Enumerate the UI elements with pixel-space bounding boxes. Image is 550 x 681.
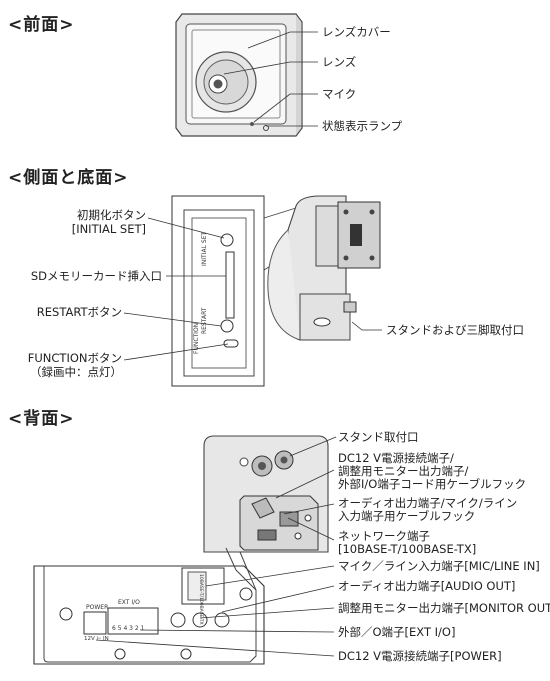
label-audio-hook-1: オーディオ出力端子/マイク/ライン xyxy=(338,496,518,510)
label-audio-out: オーディオ出力端子[AUDIO OUT] xyxy=(338,579,516,593)
label-stand-mount: スタンド取付口 xyxy=(338,430,419,444)
front-leader-lines xyxy=(223,31,318,127)
back-camera-illustration xyxy=(203,435,329,553)
label-function-1: FUNCTIONボタン xyxy=(27,351,122,365)
panel-network-text: 10BASE-T/100BASE-TX xyxy=(198,574,204,625)
label-mic-line-in: マイク／ライン入力端子[MIC/LINE IN] xyxy=(338,559,540,573)
panel-restart-text: RESTART xyxy=(201,307,208,334)
label-cable-hook-1: DC12 V電源接続端子/ xyxy=(338,451,454,465)
section-title-back: <背面> xyxy=(8,409,75,429)
front-camera-illustration xyxy=(175,13,303,137)
label-audio-hook-2: 入力端子用ケーブルフック xyxy=(338,509,476,523)
label-restart: RESTARTボタン xyxy=(36,305,122,319)
label-initial-set-1: 初期化ボタン xyxy=(77,208,146,222)
label-network-1: ネットワーク端子 xyxy=(338,529,430,543)
label-cable-hook-3: 外部I/O端子コード用ケーブルフック xyxy=(338,477,527,491)
label-stand-tripod: スタンドおよび三脚取付口 xyxy=(386,323,524,337)
panel-ext-io-pins-text: 6 5 4 3 2 1 xyxy=(112,625,145,632)
panel-ext-io-text: EXT I/O xyxy=(118,599,140,606)
label-mic: マイク xyxy=(322,87,357,101)
label-status-lamp: 状態表示ランプ xyxy=(322,119,403,133)
label-function-2: （録画中：点灯） xyxy=(30,365,122,379)
side-camera-illustration xyxy=(267,195,381,341)
side-panel-closeup: INITIAL SET RESTART FUNCTION xyxy=(171,195,265,387)
panel-power-text: POWER xyxy=(86,604,108,611)
label-initial-set-2: [INITIAL SET] xyxy=(71,222,146,236)
label-monitor-out: 調整用モニター出力端子[MONITOR OUT] xyxy=(338,601,550,615)
label-cable-hook-2: 調整用モニター出力端子/ xyxy=(338,464,469,478)
label-network-2: [10BASE-T/100BASE-TX] xyxy=(338,542,477,556)
side-leader-lines xyxy=(123,217,382,361)
section-title-front: <前面> xyxy=(8,15,75,35)
back-panel-closeup: POWER 12V ⊢ IN EXT I/O 6 5 4 3 2 1 10BAS… xyxy=(33,547,265,665)
label-lens-cover: レンズカバー xyxy=(322,25,391,39)
back-leader-lines xyxy=(95,436,337,657)
panel-initial-set-text: INITIAL SET xyxy=(201,232,208,266)
panel-power-pins-text: 12V ⊢ IN xyxy=(84,636,109,642)
label-sd-slot: SDメモリーカード挿入口 xyxy=(30,269,162,283)
label-power: DC12 V電源接続端子[POWER] xyxy=(338,649,502,663)
section-title-side: <側面と底面> xyxy=(8,168,129,188)
label-lens: レンズ xyxy=(322,55,357,69)
label-ext-io: 外部／O端子[EXT I/O] xyxy=(338,625,456,639)
panel-function-text: FUNCTION xyxy=(193,323,200,354)
